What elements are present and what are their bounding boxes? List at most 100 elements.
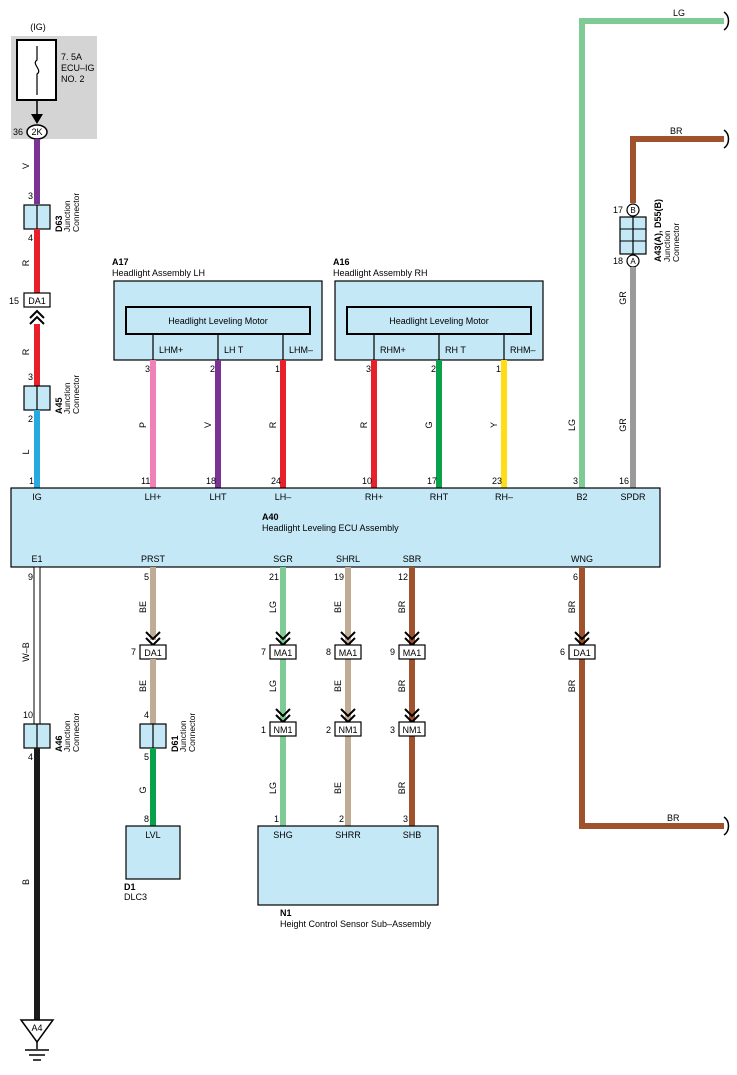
fuse-icon xyxy=(34,46,40,95)
pin-21: 21 xyxy=(269,572,279,582)
nm1-connector-3 xyxy=(398,721,426,737)
a40-top-pin: 17 RHT xyxy=(427,476,449,502)
terminal-lht: LHT xyxy=(209,492,227,502)
d1-term: LVL xyxy=(145,830,160,840)
a45-code: A45 xyxy=(54,397,64,414)
da1-low-pin-left: 7 xyxy=(131,647,136,657)
da1-low-label-left: DA1 xyxy=(144,648,162,658)
ma1-label-2: MA1 xyxy=(339,648,358,658)
ma1-pin-8: 8 xyxy=(326,647,331,657)
a17-pin-3: 3 xyxy=(145,364,150,374)
a17-pin-1: 1 xyxy=(275,364,280,374)
a43-label-b: B xyxy=(630,206,635,215)
a40-top-pin: 23 RH– xyxy=(492,476,513,502)
terminal-ig: IG xyxy=(32,492,42,502)
a46-pin-top: 10 xyxy=(23,710,33,720)
a16-motor-label: Headlight Leveling Motor xyxy=(389,316,489,326)
wire-label-be3: BE xyxy=(333,601,343,613)
terminal-shrl: SHRL xyxy=(336,554,360,564)
a16-name: Headlight Assembly RH xyxy=(333,268,428,278)
da1-top-label: DA1 xyxy=(28,296,46,306)
a17-pin-2: 2 xyxy=(210,364,215,374)
a16-code: A16 xyxy=(333,257,350,267)
nm1-label-3: NM1 xyxy=(402,725,421,735)
pin-6: 6 xyxy=(573,572,578,582)
a46-desc2: Connector xyxy=(71,713,81,752)
da1-low-label-right: DA1 xyxy=(573,648,591,658)
ground-icon xyxy=(25,1049,49,1061)
n1-name: Height Control Sensor Sub–Assembly xyxy=(280,919,432,929)
a40-top-pin: 10 RH+ xyxy=(362,476,383,502)
pin-num: 16 xyxy=(619,476,629,486)
wire-label-be1: BE xyxy=(138,601,148,613)
ma1-label-3: MA1 xyxy=(403,648,422,658)
a40-ecu-box xyxy=(10,487,661,568)
a40-top-pin: 16 SPDR xyxy=(619,476,646,502)
ma1-pin-9: 9 xyxy=(390,647,395,657)
d63-desc1: Junction xyxy=(62,200,72,232)
wire-label-r: R xyxy=(21,259,31,266)
d61-code: D61 xyxy=(170,735,180,752)
ma1-connector-2 xyxy=(334,644,362,660)
pin-36-label: 36 xyxy=(13,127,23,137)
a40-top-pin: 24 LH– xyxy=(271,476,291,502)
wire-label-br-top: BR xyxy=(670,126,683,136)
connector-2k-label: 2K xyxy=(31,127,42,137)
a46-code: A46 xyxy=(54,735,64,752)
n1-pin-2: 2 xyxy=(339,814,344,824)
ground-code: A4 xyxy=(31,1023,42,1033)
nm1-connector-1 xyxy=(269,721,297,737)
a40-name: Headlight Leveling ECU Assembly xyxy=(262,523,399,533)
terminal-lh-minus: LH– xyxy=(275,492,292,502)
terminal-e1: E1 xyxy=(31,554,42,564)
pin-5: 5 xyxy=(144,572,149,582)
ig-label: (IG) xyxy=(30,22,46,32)
terminal-wng: WNG xyxy=(571,554,593,564)
wire-label-be4: BE xyxy=(333,680,343,692)
a45-pin-bot: 2 xyxy=(28,414,33,424)
pin-19: 19 xyxy=(334,572,344,582)
d63-pin-bot: 4 xyxy=(28,233,33,243)
n1-code: N1 xyxy=(280,908,292,918)
nm1-label-2: NM1 xyxy=(338,725,357,735)
wire-label-be2: BE xyxy=(138,680,148,692)
wire-brown-wng xyxy=(579,567,724,829)
nm1-connector-2 xyxy=(334,721,362,737)
a17-term-lhm-plus: LHM+ xyxy=(159,345,183,355)
wire-white-black xyxy=(33,566,41,725)
wire-label-lg1: LG xyxy=(268,601,278,613)
pin-12: 12 xyxy=(398,572,408,582)
wire-label-b: B xyxy=(21,879,31,885)
pin-num: 23 xyxy=(492,476,502,486)
pin-num: 10 xyxy=(362,476,372,486)
pin-num: 1 xyxy=(29,476,34,486)
terminal-rh-plus: RH+ xyxy=(365,492,383,502)
da1-top-pin: 15 xyxy=(9,296,19,306)
a17-term-lht: LH T xyxy=(224,345,244,355)
fuse-number: NO. 2 xyxy=(61,74,85,84)
wire-label-lg: LG xyxy=(567,419,577,431)
break-mark-br-top xyxy=(723,129,730,149)
wire-label-lg-top: LG xyxy=(673,8,685,18)
a43-code: A43(A), D55(B) xyxy=(653,199,663,262)
a45-desc2: Connector xyxy=(71,375,81,414)
a40-top-pin: 1 IG xyxy=(29,476,42,502)
d1-box xyxy=(125,825,181,880)
a45-desc1: Junction xyxy=(62,382,72,414)
ground-triangle xyxy=(19,1019,55,1044)
wire-label-br-bot: BR xyxy=(667,813,680,823)
da1-top-connector xyxy=(23,292,51,308)
a16-motor-box xyxy=(346,306,532,335)
break-mark-top xyxy=(723,11,730,31)
wire-label-gr2: GR xyxy=(618,418,628,432)
d1-code: D1 xyxy=(124,882,136,892)
wire-label-p: P xyxy=(138,422,148,428)
wire-label-br2: BR xyxy=(397,679,407,692)
wire-label-y: Y xyxy=(489,422,499,428)
pin-num: 24 xyxy=(271,476,281,486)
a16-term-rhm-plus: RHM+ xyxy=(380,345,406,355)
ma1-connector-1 xyxy=(269,644,297,660)
n1-term-shb: SHB xyxy=(403,830,422,840)
n1-term-shrr: SHRR xyxy=(335,830,361,840)
